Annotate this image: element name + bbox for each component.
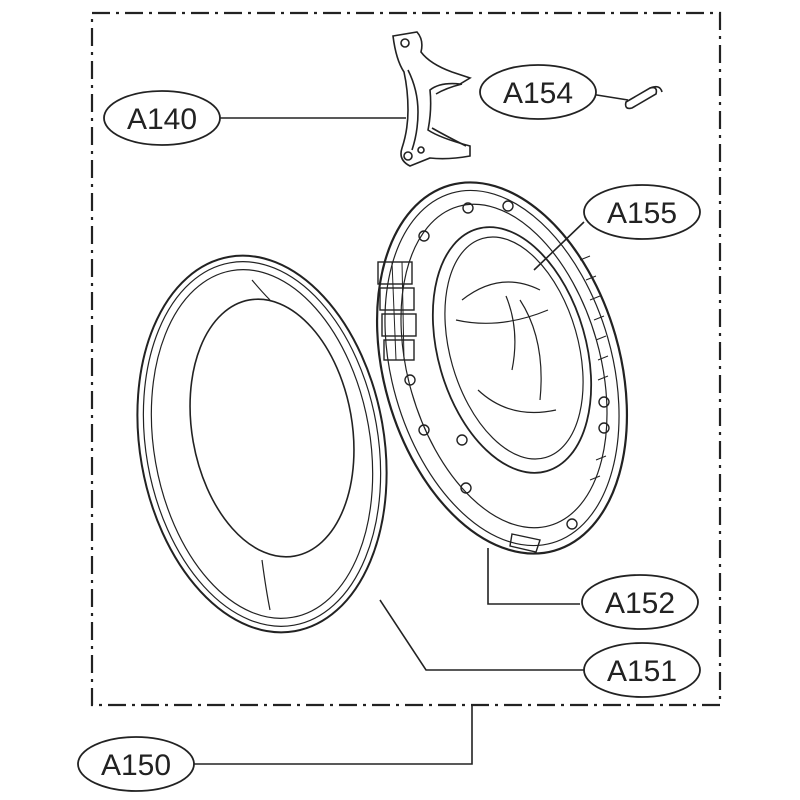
hinge-part bbox=[392, 31, 472, 167]
leader-a150 bbox=[180, 705, 473, 765]
callout-label-a150: A150 bbox=[101, 749, 171, 782]
leader-a151 bbox=[379, 599, 584, 671]
leader-a155 bbox=[533, 221, 585, 271]
callout-label-a154: A154 bbox=[503, 77, 573, 110]
callout-a151: A151 bbox=[583, 642, 701, 698]
callout-label-a151: A151 bbox=[607, 655, 677, 688]
leader-a152 bbox=[487, 548, 580, 605]
callout-a152: A152 bbox=[581, 574, 699, 630]
door-frame-part bbox=[375, 181, 629, 555]
callout-a150: A150 bbox=[77, 736, 195, 792]
callout-label-a140: A140 bbox=[127, 103, 197, 136]
callout-a155: A155 bbox=[583, 184, 701, 240]
leader-lines bbox=[180, 91, 629, 765]
callout-label-a152: A152 bbox=[605, 587, 675, 620]
callout-label-a155: A155 bbox=[607, 197, 677, 230]
assembly-boundary bbox=[90, 11, 722, 707]
pin-part bbox=[624, 85, 663, 110]
door-glass-part bbox=[136, 254, 388, 634]
callout-a140: A140 bbox=[103, 90, 221, 146]
callout-a154: A154 bbox=[479, 64, 597, 120]
